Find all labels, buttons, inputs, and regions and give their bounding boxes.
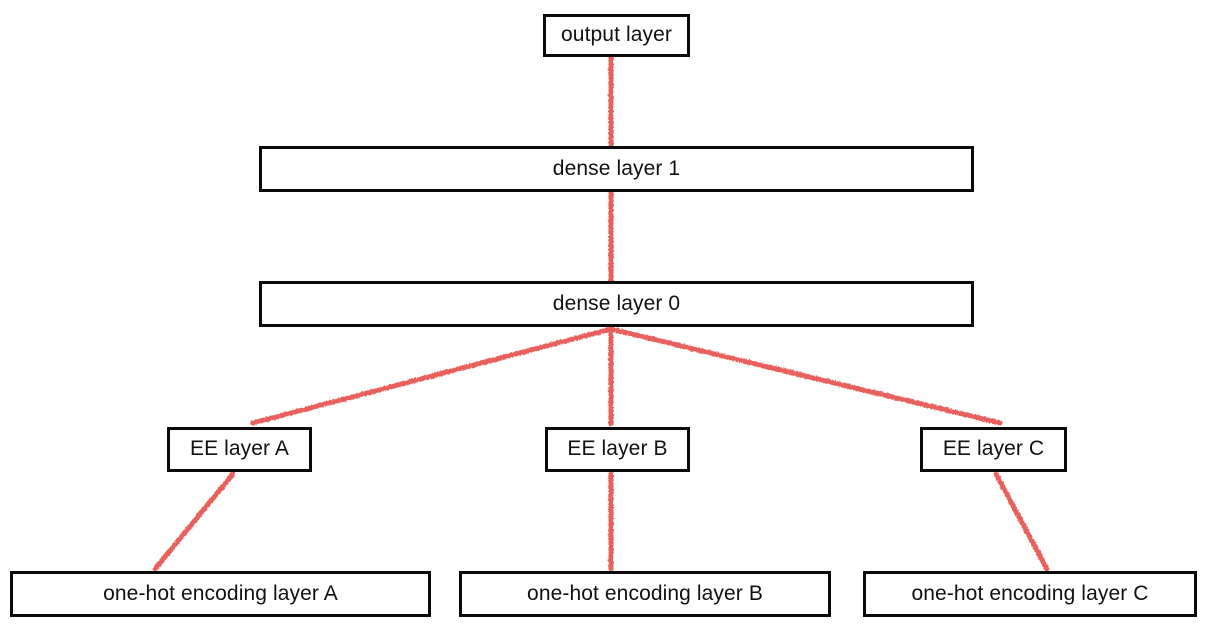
node-dense-layer-0[interactable]: dense layer 0 <box>259 281 974 327</box>
connector-edge-onehot-c-to-ee-c <box>993 471 1050 572</box>
node-output-layer[interactable]: output layer <box>543 14 690 57</box>
connector-edge-ee-a-to-dense0 <box>250 326 614 426</box>
node-ee-layer-c[interactable]: EE layer C <box>920 427 1067 472</box>
node-one-hot-encoding-layer-a-label: one-hot encoding layer A <box>103 581 338 605</box>
node-ee-layer-a[interactable]: EE layer A <box>167 427 312 472</box>
node-one-hot-encoding-layer-b[interactable]: one-hot encoding layer B <box>459 571 831 617</box>
node-ee-layer-b[interactable]: EE layer B <box>545 427 690 472</box>
node-ee-layer-b-label: EE layer B <box>567 437 668 460</box>
node-output-layer-label: output layer <box>561 23 672 46</box>
connector-edge-onehot-a-to-ee-a <box>152 471 236 572</box>
connector-edge-ee-c-to-dense0 <box>608 326 1003 426</box>
node-ee-layer-a-label: EE layer A <box>189 437 290 460</box>
node-dense-layer-1-label: dense layer 1 <box>552 156 681 180</box>
node-one-hot-encoding-layer-b-label: one-hot encoding layer B <box>527 581 763 605</box>
node-dense-layer-0-label: dense layer 0 <box>552 291 681 315</box>
node-one-hot-encoding-layer-c-label: one-hot encoding layer C <box>911 581 1149 605</box>
node-dense-layer-1[interactable]: dense layer 1 <box>259 146 974 192</box>
node-one-hot-encoding-layer-c[interactable]: one-hot encoding layer C <box>863 571 1197 617</box>
node-ee-layer-c-label: EE layer C <box>942 437 1045 460</box>
node-one-hot-encoding-layer-a[interactable]: one-hot encoding layer A <box>10 571 431 617</box>
